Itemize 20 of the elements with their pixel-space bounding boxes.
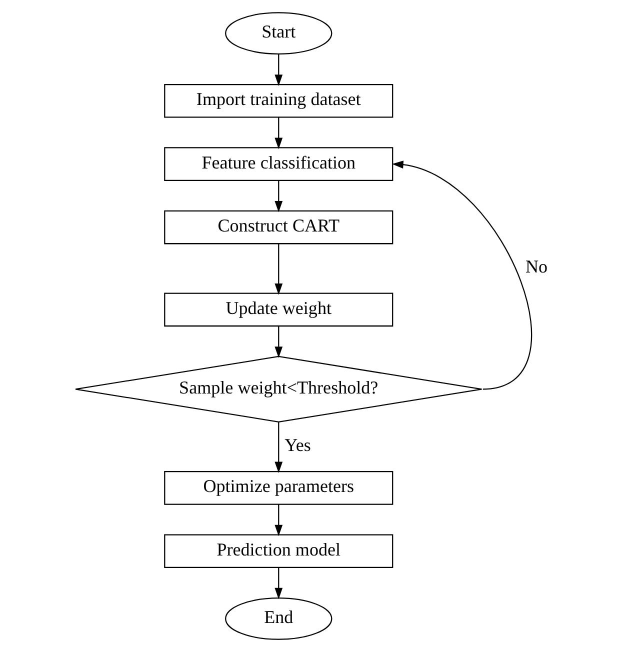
arrow: [274, 422, 283, 474]
node-diamond: Sample weight<Threshold?: [74, 356, 482, 422]
arrow: [392, 160, 532, 390]
node-box: Construct CART: [164, 210, 394, 244]
node-box: Prediction model: [164, 534, 394, 568]
node-ellipse: Start: [225, 12, 332, 54]
arrow: [274, 54, 283, 86]
arrow: [274, 117, 283, 150]
edge-label: Yes: [284, 435, 311, 456]
arrow: [274, 244, 283, 295]
node-box: Feature classification: [164, 147, 394, 181]
arrow: [274, 568, 283, 600]
arrow: [274, 326, 283, 358]
node-box: Optimize parameters: [164, 471, 394, 505]
node-box: Import training dataset: [164, 84, 394, 118]
node-box: Update weight: [164, 292, 394, 327]
arrow: [274, 504, 283, 536]
node-ellipse: End: [225, 598, 332, 640]
edge-label: No: [525, 256, 548, 277]
arrow: [274, 180, 283, 212]
